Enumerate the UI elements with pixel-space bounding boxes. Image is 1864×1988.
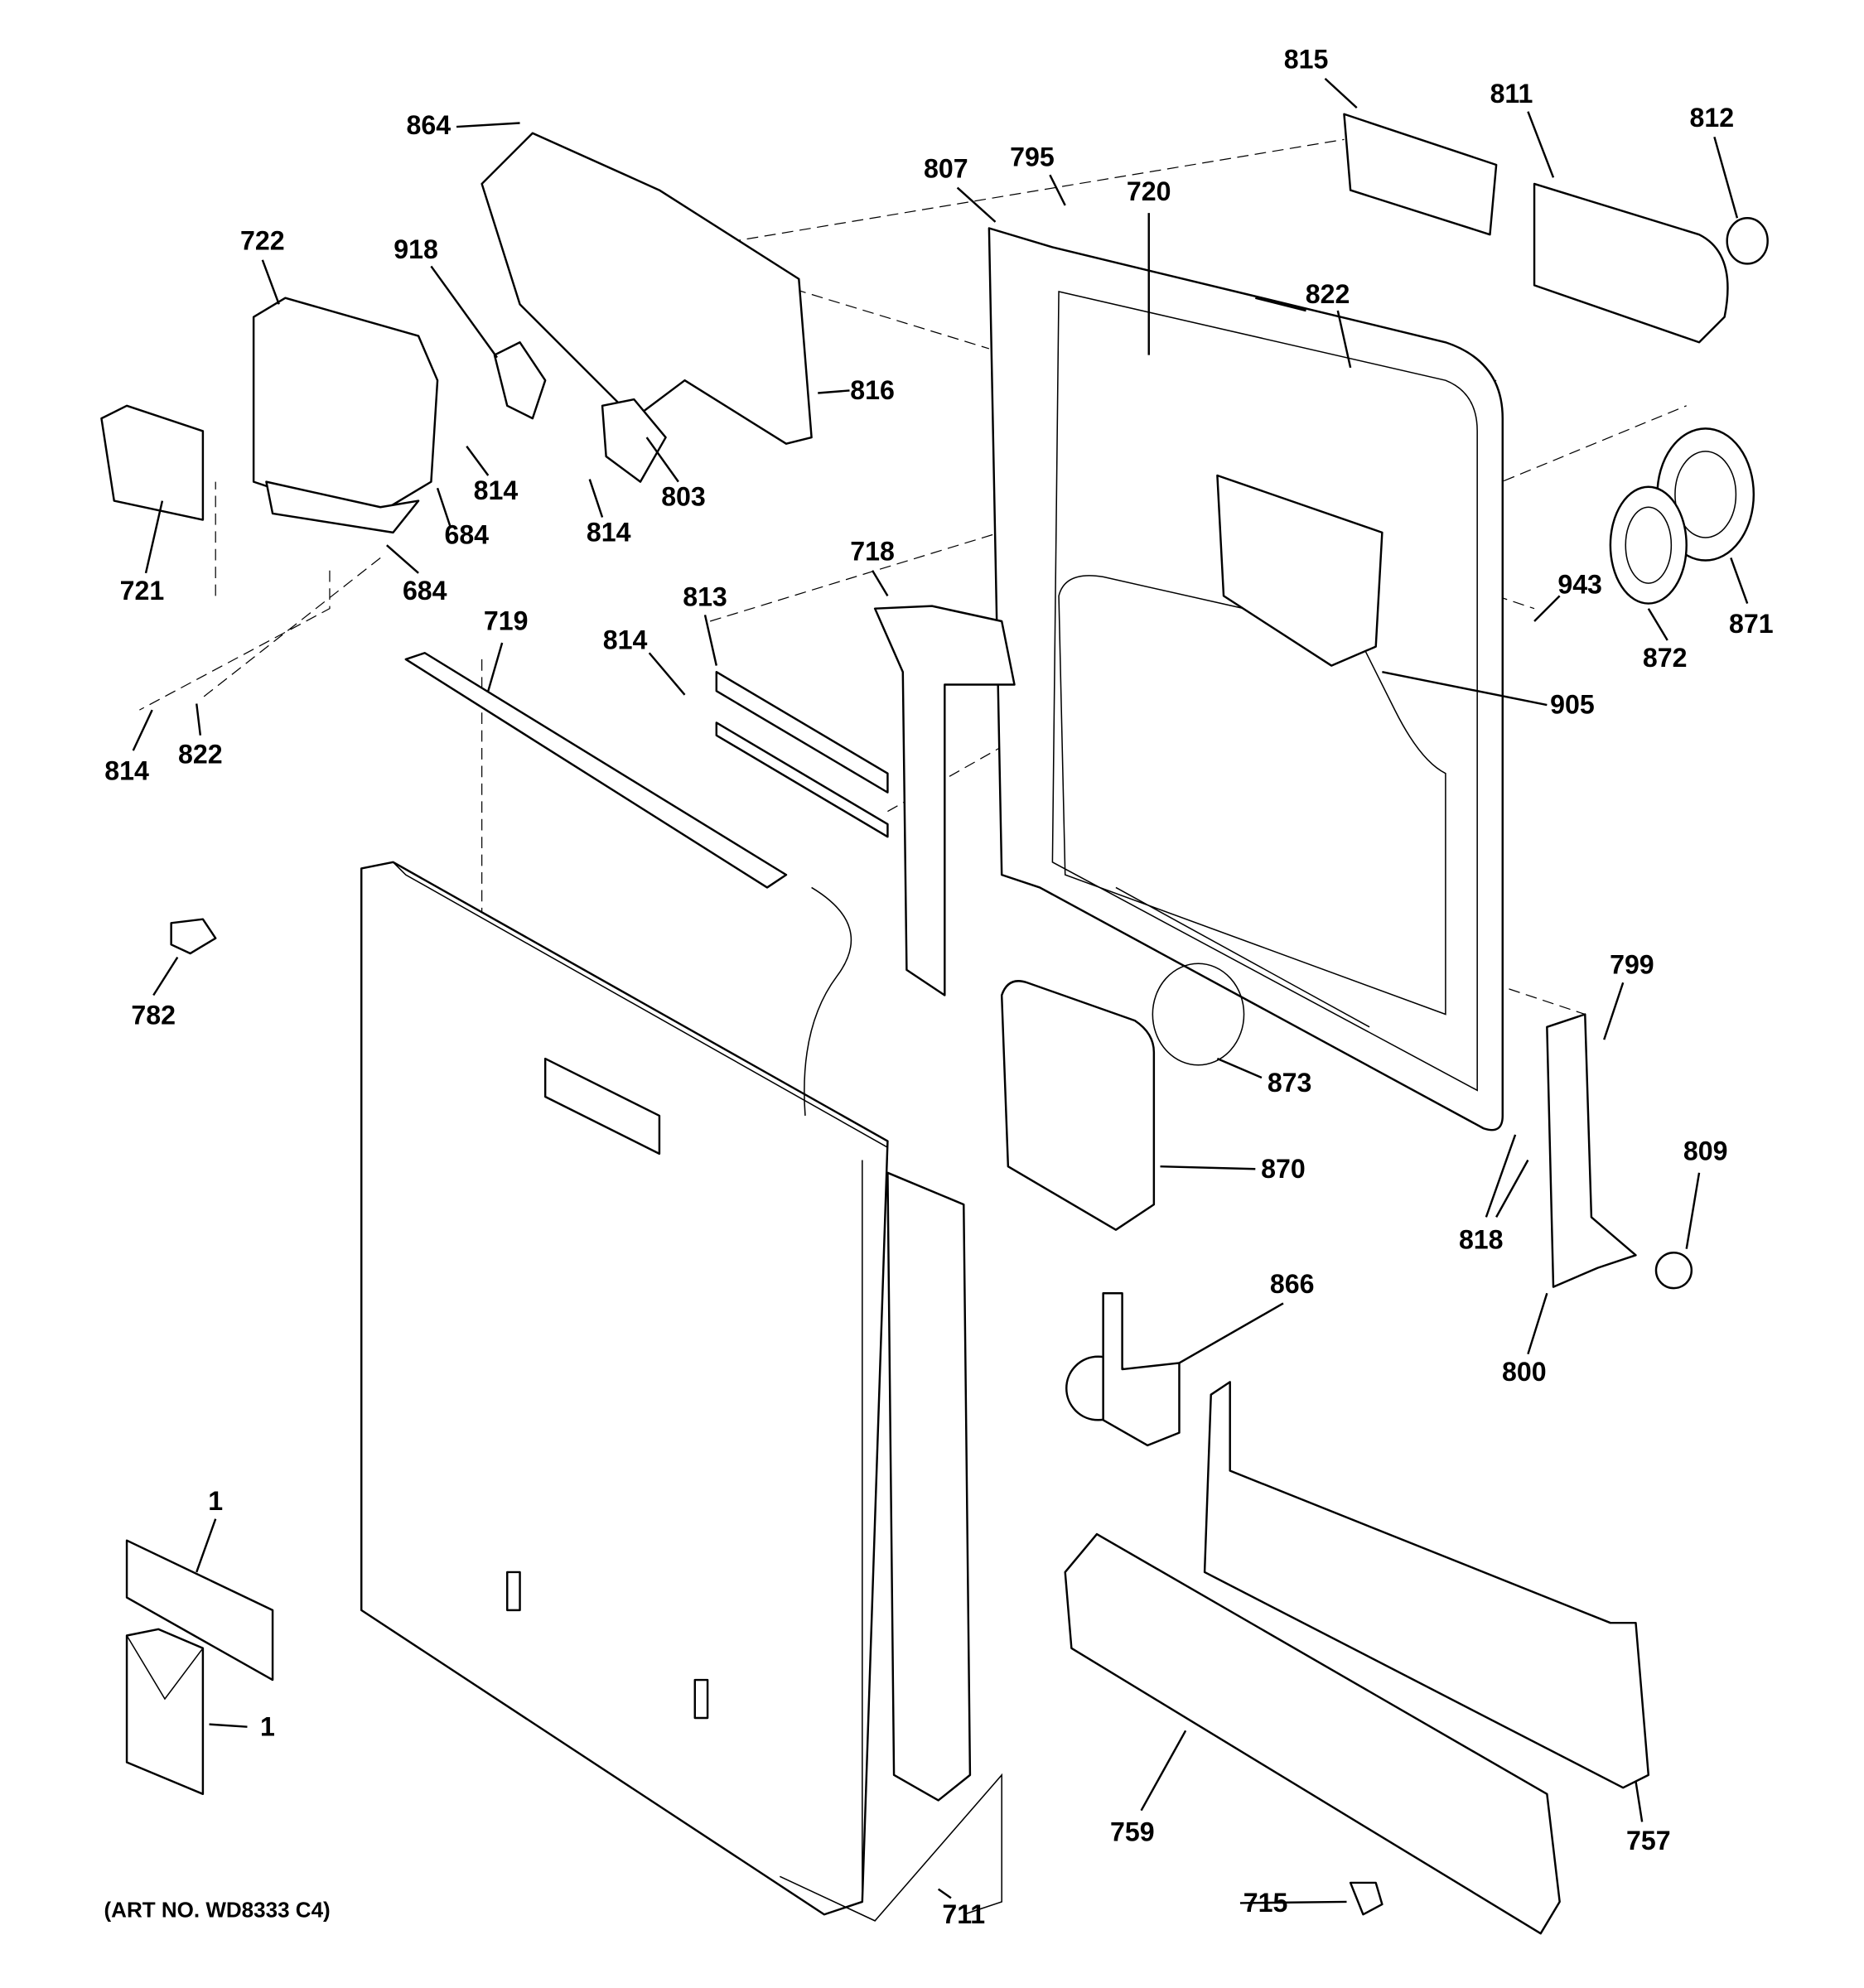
part-number-label: 720	[1127, 176, 1171, 206]
part-number-label: 814	[104, 755, 149, 785]
part-number-label: 799	[1610, 950, 1654, 980]
part-number-label: 1	[208, 1486, 223, 1516]
part-number-label: 718	[850, 537, 895, 567]
part-number-label: 813	[683, 582, 727, 612]
part-number-label: 918	[394, 234, 438, 264]
part-number-label: 721	[120, 576, 165, 606]
part-number-label: 943	[1557, 569, 1602, 599]
part-number-label: 807	[924, 153, 968, 183]
part-number-label: 814	[474, 475, 519, 505]
part-number-label: 814	[587, 518, 631, 548]
inner-door-panel	[988, 227, 1504, 1132]
part-number-label: 715	[1243, 1888, 1288, 1918]
part-number-label: 800	[1502, 1357, 1547, 1387]
part-number-label: 818	[1459, 1225, 1504, 1255]
part-number-label: 684	[444, 520, 489, 550]
control-panel	[404, 652, 852, 1116]
part-number-label: 872	[1643, 643, 1688, 673]
part-number-label: 795	[1010, 142, 1055, 172]
part-number-label: 722	[240, 226, 285, 256]
part-number-label: 782	[131, 1001, 176, 1030]
part-number-label: 864	[407, 110, 452, 140]
art-number: (ART NO. WD8333 C4)	[104, 1897, 331, 1922]
part-number-label: 866	[1270, 1269, 1315, 1299]
leader-lines	[132, 77, 1749, 1904]
part-labels: 864 722 918 816 814 684 803 814 721 684 719 813 814 7…	[104, 45, 1773, 1929]
part-number-label: 822	[178, 739, 223, 769]
part-number-label: 759	[1110, 1817, 1155, 1846]
part-number-label: 873	[1268, 1068, 1312, 1098]
part-number-label: 814	[603, 625, 648, 655]
part-number-label: 757	[1626, 1826, 1671, 1855]
part-number-label: 1	[260, 1711, 275, 1741]
part-number-label: 809	[1683, 1136, 1728, 1166]
part-number-label: 871	[1729, 609, 1774, 639]
part-number-label: 870	[1261, 1154, 1306, 1184]
part-number-label: 711	[942, 1899, 985, 1929]
part-number-label: 905	[1550, 690, 1595, 720]
part-number-label: 719	[484, 606, 529, 636]
part-number-label: 822	[1306, 279, 1350, 309]
part-number-label: 811	[1490, 79, 1533, 109]
parts	[100, 113, 1769, 1935]
part-number-label: 816	[850, 375, 895, 405]
outer-door-panel	[360, 861, 1002, 1922]
part-number-label: 803	[661, 482, 706, 512]
part-number-label: 684	[403, 576, 447, 606]
part-number-label: 815	[1284, 45, 1329, 75]
part-number-label: 812	[1690, 103, 1735, 133]
